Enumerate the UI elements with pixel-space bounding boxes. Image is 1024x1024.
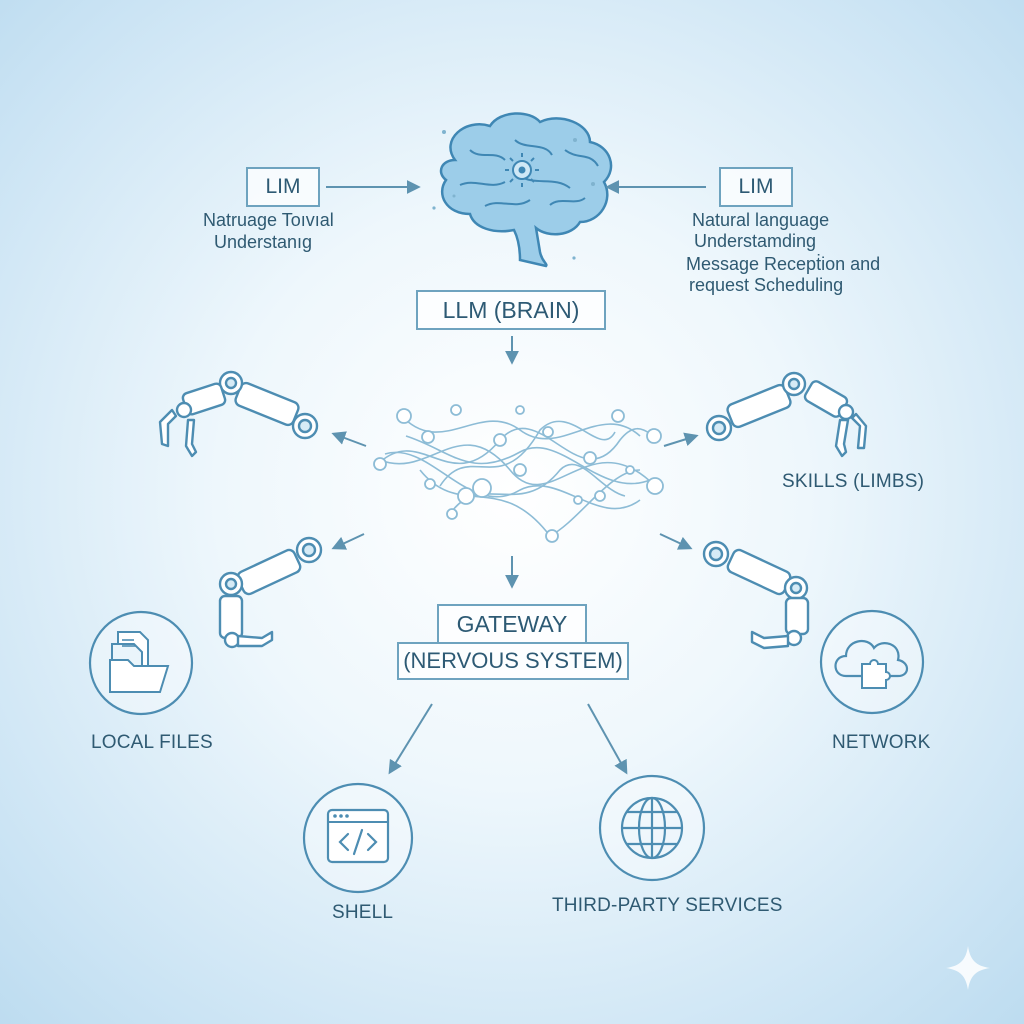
top-right-line-2: Understamding: [694, 231, 816, 252]
top-right-line-1: Natural language: [692, 210, 829, 231]
gateway-box: GATEWAY: [437, 604, 587, 644]
cloud-puzzle-icon: [821, 611, 923, 713]
arrow-gateway-to-shell: [390, 704, 432, 772]
third-party-label: THIRD-PARTY SERVICES: [552, 895, 783, 917]
shell-label: SHELL: [332, 902, 393, 924]
network-label: NETWORK: [832, 732, 931, 754]
arrow-to-arm-top-left: [334, 434, 366, 446]
globe-icon: [600, 776, 704, 880]
arrow-to-arm-bottom-right: [660, 534, 690, 548]
top-right-line-3: Message Recepṫion and: [686, 254, 880, 275]
top-right-lim-box: LIM: [719, 167, 793, 207]
arrow-gateway-to-third-party: [588, 704, 626, 772]
top-left-lim-box: LIM: [246, 167, 320, 207]
arrow-to-arm-top-right: [664, 436, 696, 446]
brain-icon: [441, 113, 611, 266]
folder-files-icon: [90, 612, 192, 714]
llm-brain-box: LLM (BRAIN): [416, 290, 606, 330]
skills-label: SKILLS (LIMBS): [782, 471, 924, 493]
top-left-line-2: Understanıg: [214, 232, 312, 253]
top-left-line-1: Natruage Toıvıal: [203, 210, 334, 231]
local-files-label: LOCAL FILES: [91, 732, 213, 754]
top-right-line-4: request Scheduling: [689, 275, 843, 296]
code-window-icon: [304, 784, 412, 892]
sparkle-icon: [946, 946, 990, 990]
arrow-to-arm-bottom-left: [334, 534, 364, 548]
nervous-system-box: (NERVOUS SYSTEM): [397, 642, 629, 680]
